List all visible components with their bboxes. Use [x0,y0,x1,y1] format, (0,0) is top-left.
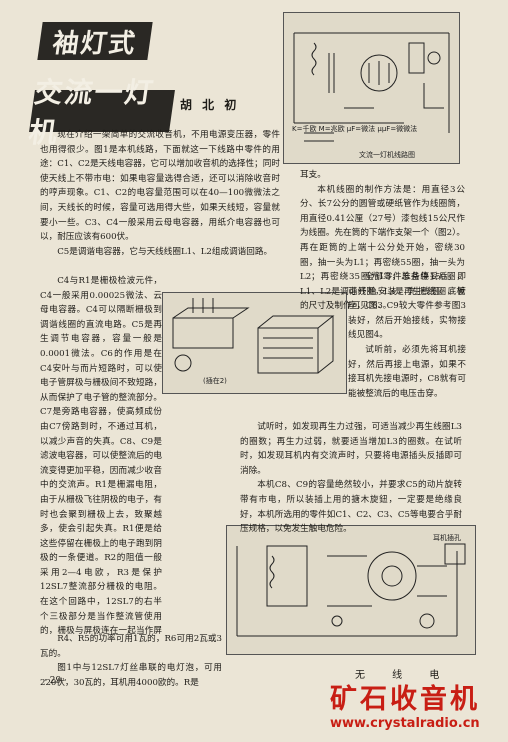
figure-1-caption: 文流一灯机线路图 [359,150,415,159]
figure-1-schematic: K=千欧 M=兆欧 μF=微法 μμF=微微法 文流一灯机线路图 [283,12,460,164]
schematic-drawing: K=千欧 M=兆欧 μF=微法 μμF=微微法 文流一灯机线路图 [292,32,450,159]
paragraph-5-text: 图1中与12SL7灯丝串联的电灯泡，可用220伏，30瓦的，耳机用4000欧的。… [40,663,222,688]
right-text-1: 耳支。 [300,170,326,180]
earphone-jack-label: 耳机插孔 [433,533,461,542]
figure-2-3-chassis: (插在2) [162,292,347,394]
right-column-1: 耳支。 本机线圈的制作方法是：用直径3公分、长7公分的圆管或硬纸管作为线圈筒，用… [300,168,465,314]
figure-1-legend: K=千欧 M=兆欧 μF=微法 μμF=微微法 [292,124,417,133]
right-column-3: 试听时，如发现再生力过强，可适当减少再生线圈L3的圈数；再生力过弱，就要适当增加… [240,420,462,537]
paragraph-4-text: R4、R5的功率可用1瓦的，R6可用2瓦或3瓦的。 [40,634,222,659]
watermark-logo: 矿石收音机 www.crystalradio.cn [330,684,500,738]
paragraph-5: R4、R5的功率可用1瓦的，R6可用2瓦或3瓦的。 图1中与12SL7灯丝串联的… [40,632,222,690]
figure-2-label: (插在2) [203,376,227,385]
paragraph-2-text: C5是调谐电容器，它与天线线圈L1、L2组成调谐回路。 [57,246,273,257]
watermark-url: www.crystalradio.cn [330,716,480,731]
chassis-drawing: (插在2) [172,298,335,385]
figure-4-wiring: 耳机插孔 [226,525,476,655]
right-text-2: 本机线圈的制作方法是：用直径3公分、长7公分的圆管或硬纸管作为线圈筒，用直径0.… [300,184,465,312]
right-text-3: 全部零件准备停妥后，即可开始安装。先把线圈、管座，C8、C9较大零件参考图3装好… [348,272,466,341]
page-number: · 29 · [44,676,67,686]
paragraph-3-text: C4与R1是栅极检波元件，C4一般采用0.00025微法、云母电容器。C4可以隔… [40,276,162,634]
paragraph-1-text: 现在介绍一架简单的交流收音机，不用电源变压器，零件也用得很少。图1是本机线路，下… [40,130,280,243]
watermark-title: 矿石收音机 [330,684,480,715]
wiring-drawing: 耳机插孔 [236,533,466,637]
right-column-2: 全部零件准备停妥后，即可开始安装。先把线圈、管座，C8、C9较大零件参考图3装好… [348,270,466,401]
journal-name: 无 线 电 [355,670,452,681]
title-line-1: 袖灯式 [37,22,153,60]
title-line-2: 交流一灯机 [27,76,175,149]
right-text-6: 本机C8、C9的容量绝然较小，并要求C5的动片旋转带有市电，所以装插上用的搪木旋… [240,480,462,535]
article-title: 袖灯式 交流一灯机 [27,22,177,149]
paragraph-3: C4与R1是栅极检波元件，C4一般采用0.00025微法、云母电容器。C4可以隔… [40,274,162,634]
author-name: 胡 北 初 [180,98,240,112]
right-text-4: 试听前，必须先将耳机接好，然后再接上电源，如果不接耳机先接电源时，C8就有可能被… [348,344,466,399]
paragraph-1: 现在介绍一架简单的交流收音机，不用电源变压器，零件也用得很少。图1是本机线路，下… [40,128,280,259]
right-text-5: 试听时，如发现再生力过强，可适当减少再生线圈L3的圈数；再生力过弱，就要适当增加… [240,422,462,476]
